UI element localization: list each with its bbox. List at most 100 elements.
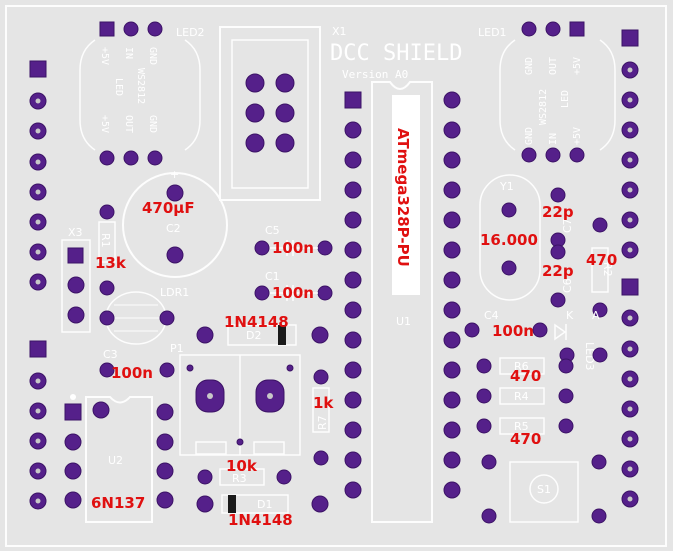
- svg-text:+: +: [170, 168, 179, 181]
- board-version: Version A0: [342, 68, 408, 81]
- u1-value: ATmega328P-PU: [394, 128, 412, 267]
- led1-pin-5v-b: +5V: [572, 127, 583, 145]
- left-header-top: [29, 60, 47, 291]
- led2-pin-gnd: GND: [147, 47, 158, 65]
- c2-label: C2: [166, 222, 181, 235]
- c4-label: C4: [484, 309, 499, 322]
- r5-value: 470: [510, 430, 541, 448]
- d2-value: 1N4148: [224, 313, 289, 331]
- d1-value: 1N4148: [228, 511, 293, 529]
- u1-label: U1: [396, 315, 411, 328]
- led2-pin-5v-b: +5V: [99, 115, 110, 133]
- led3-label: LED3: [583, 342, 596, 371]
- led1-pin-5v: +5V: [572, 57, 583, 75]
- r3-value: 10k: [226, 457, 258, 475]
- board-title: DCC SHIELD: [330, 41, 462, 66]
- c5-value: 100n: [272, 239, 314, 257]
- c7-value: 22p: [542, 203, 574, 221]
- u2-optocoupler: U2 6N137: [64, 394, 174, 523]
- r2-label: R2: [601, 262, 614, 277]
- c4-value: 100n: [492, 322, 534, 340]
- led2-label: LED2: [176, 26, 205, 39]
- d2-diode: D2 1N4148: [196, 313, 329, 346]
- d1-label: D1: [257, 498, 272, 511]
- r1-resistor: R1 13k: [95, 204, 127, 296]
- r5-label: R5: [514, 420, 529, 433]
- p1-label: P1: [170, 342, 184, 355]
- c6-label: C6: [561, 278, 574, 293]
- led1-pin-in: IN: [548, 133, 559, 145]
- ldr1: LDR1: [99, 286, 189, 345]
- y1-crystal: Y1 16.000: [479, 174, 541, 301]
- c4-capacitor: C4 100n: [464, 309, 548, 340]
- s1-label: S1: [537, 483, 551, 496]
- led2-led: LED: [113, 78, 124, 96]
- r4-label: R4: [514, 390, 529, 403]
- ldr1-label: LDR1: [160, 286, 189, 299]
- r3-resistor: R3 10k: [197, 457, 292, 486]
- c5-label: C5: [265, 224, 280, 237]
- r6-value: 470: [510, 367, 541, 385]
- led2-pin-5v: +5V: [99, 47, 110, 65]
- led2-part: WS2812: [135, 68, 146, 104]
- r5-resistor: R5 470: [476, 417, 574, 448]
- led1-ws2812: LED1 GND OUT +5V WS2812 LED GND IN +5V: [478, 21, 616, 163]
- c2-capacitor: + 470µF C2: [122, 168, 228, 278]
- c7-capacitor: C7 22p: [542, 187, 574, 248]
- u1-atmega: ATmega328P-PU U1: [371, 81, 433, 523]
- c5-capacitor: C5 100n: [254, 224, 333, 257]
- c3-capacitor: C3 100n: [99, 348, 175, 382]
- u1-pins-right: [443, 91, 461, 499]
- y1-value: 16.000: [480, 231, 538, 249]
- r6-label: R6: [514, 360, 529, 373]
- right-header-top: [621, 29, 639, 259]
- c3-label: C3: [103, 348, 118, 361]
- led2-pin-out: OUT: [123, 115, 134, 133]
- led2-ws2812: LED2 +5V IN GND WS2812 LED +5V OUT GND: [79, 21, 205, 166]
- led1-led: LED: [560, 90, 571, 108]
- r4-resistor: R4: [476, 387, 574, 405]
- c1-capacitor: C1 100n: [254, 270, 333, 302]
- d2-label: D2: [246, 329, 261, 342]
- x3-label: X3: [68, 226, 83, 239]
- r7-resistor: R7 1k: [312, 369, 334, 466]
- u2-label: U2: [108, 454, 123, 467]
- led3: LED3 K A: [554, 309, 608, 371]
- r1-label: R1: [99, 233, 112, 248]
- s1-switch: S1: [481, 454, 607, 524]
- c6-capacitor: C6 22p: [542, 244, 574, 308]
- r1-value: 13k: [95, 254, 127, 272]
- y1-label: Y1: [499, 180, 514, 193]
- led3-k: K: [566, 309, 574, 322]
- led1-label: LED1: [478, 26, 507, 39]
- x3-header: X3: [61, 226, 91, 333]
- x1-label: X1: [332, 25, 347, 38]
- u2-value: 6N137: [91, 494, 145, 512]
- c6-value: 22p: [542, 262, 574, 280]
- left-header-bottom: [29, 340, 47, 510]
- x1-connector: X1: [219, 25, 347, 201]
- c1-value: 100n: [272, 284, 314, 302]
- right-header-bottom: [621, 278, 639, 508]
- c2-value: 470µF: [142, 199, 195, 217]
- led2-pin-gnd-b: GND: [147, 115, 158, 133]
- led1-part: WS2812: [538, 89, 549, 125]
- led1-pin-gnd-b: GND: [524, 127, 535, 145]
- c1-label: C1: [265, 270, 280, 283]
- r6-resistor: R6 470: [476, 357, 574, 385]
- led2-pin-in: IN: [123, 47, 134, 59]
- board-outline: [5, 5, 667, 547]
- r3-label: R3: [232, 472, 247, 485]
- led1-pin-out: OUT: [548, 57, 559, 75]
- r7-label: R7: [316, 415, 329, 430]
- c3-value: 100n: [111, 364, 153, 382]
- r2-value: 470: [586, 251, 617, 269]
- p1-potentiometer: P1: [170, 342, 301, 456]
- d1-diode: D1 1N4148: [196, 494, 329, 529]
- c7-label: C7: [561, 218, 574, 233]
- r7-value: 1k: [313, 394, 334, 412]
- led3-a: A: [592, 309, 600, 322]
- u1-pins-left: [344, 91, 362, 499]
- r2-resistor: R2 470: [586, 217, 617, 318]
